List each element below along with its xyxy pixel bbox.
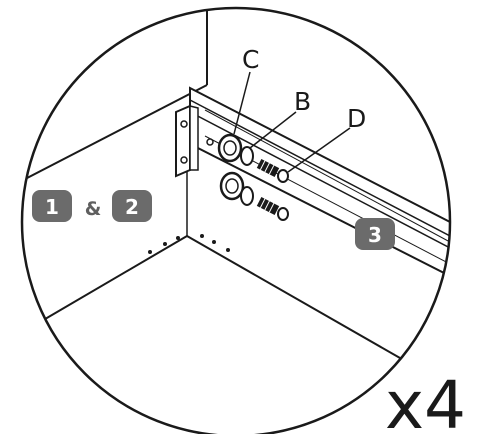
step-joiner: & — [85, 198, 102, 220]
magnifier-circle — [20, 6, 452, 434]
step-badge-1: 1 — [32, 190, 72, 222]
leader-d — [287, 127, 351, 173]
lower-hardware — [219, 171, 289, 221]
upper-hardware — [217, 133, 289, 183]
bottom-panel-edge — [39, 235, 188, 323]
panel-holes — [148, 234, 230, 254]
svg-text:3: 3 — [368, 223, 382, 247]
bolt-d-lower — [256, 196, 289, 221]
callout-b: B — [294, 87, 311, 116]
magnified-view — [22, 8, 450, 359]
leader-b — [249, 111, 297, 149]
corner-bracket — [175, 104, 214, 178]
callout-d: D — [347, 104, 366, 133]
step-badge-3: 3 — [355, 218, 395, 250]
left-wall-edge — [22, 84, 208, 193]
svg-text:1: 1 — [45, 195, 59, 219]
washer-b-upper — [240, 146, 254, 166]
bottom-panel-front-edge — [186, 235, 401, 359]
svg-text:2: 2 — [125, 195, 139, 219]
step-badge-2: 2 — [112, 190, 152, 222]
callout-c: C — [242, 45, 259, 74]
bolt-d-upper — [256, 158, 289, 183]
quantity-label: x4 — [385, 367, 466, 434]
washer-b-lower — [240, 186, 254, 206]
leader-c — [233, 71, 251, 135]
